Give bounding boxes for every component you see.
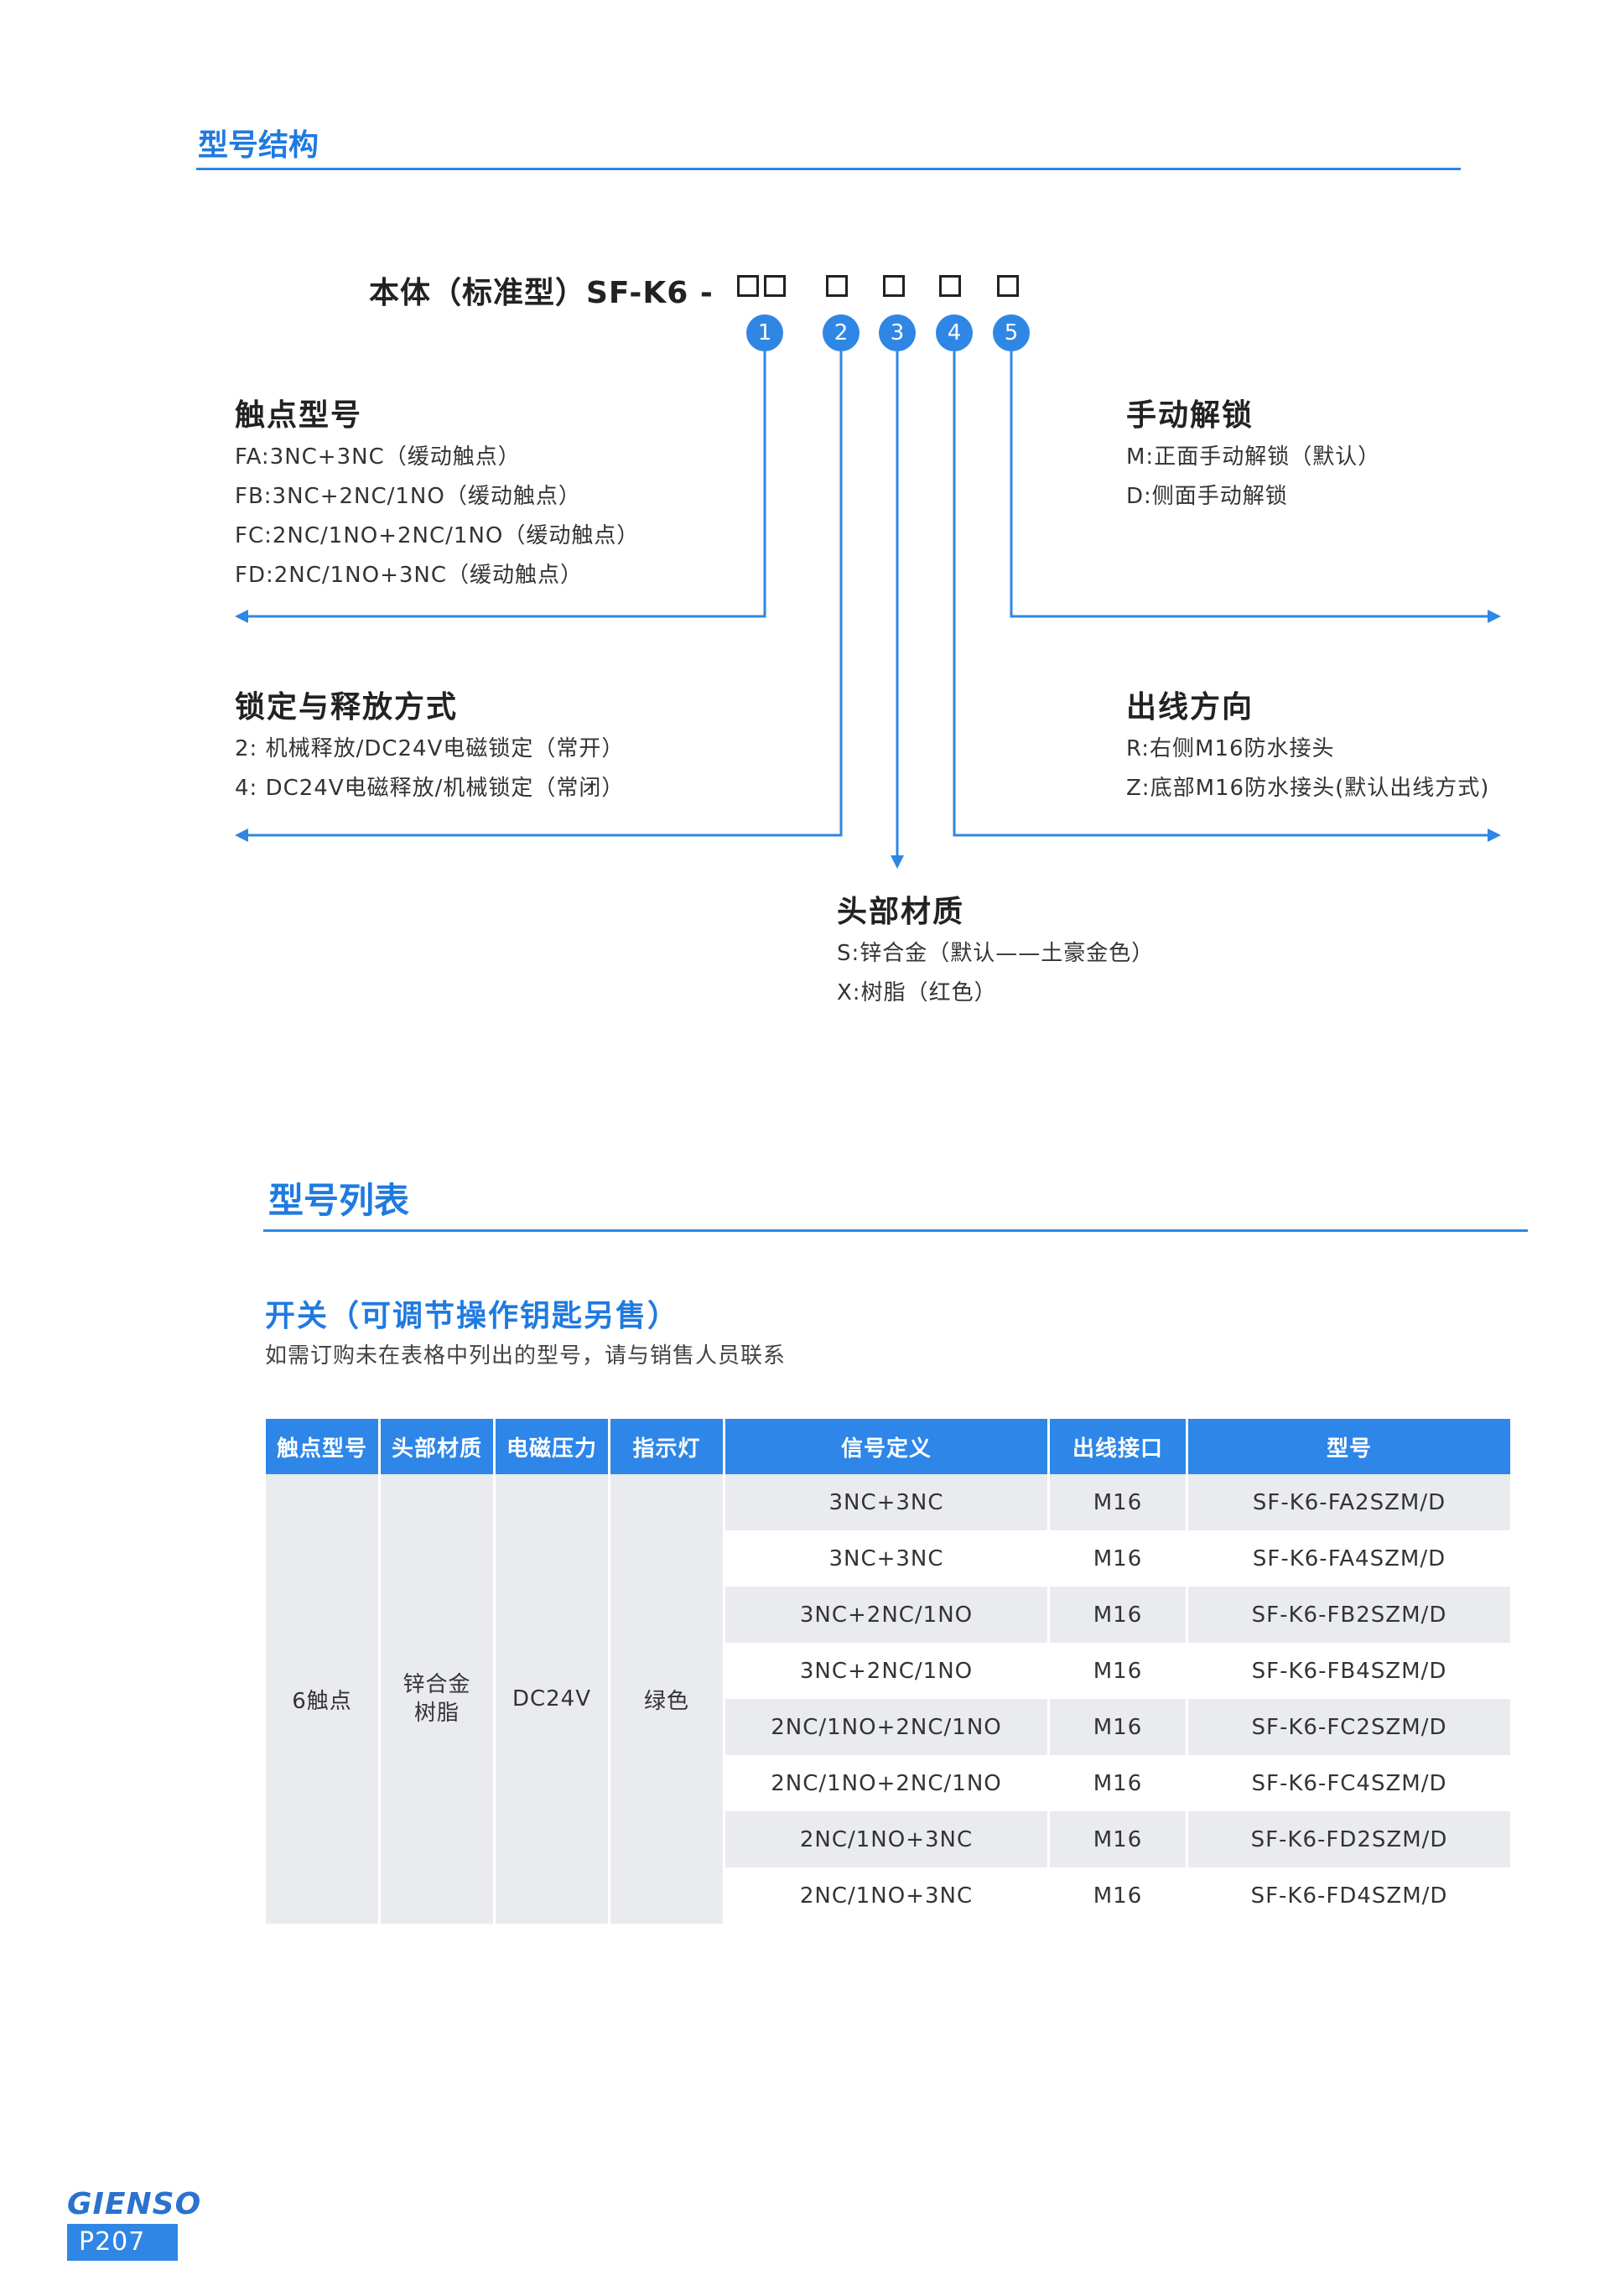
code-box-1a [737,275,759,297]
cell-head-merged: 锌合金 树脂 [381,1474,493,1924]
option-2: 2: 机械释放/DC24V电磁锁定（常开） [235,736,625,761]
cell-signal: 3NC+3NC [828,1545,944,1571]
option-r: R:右侧M16防水接头 [1126,736,1335,761]
outlet-direction-options: R:右侧M16防水接头 Z:底部M16防水接头(默认出线方式) [1126,730,1489,808]
header-contact: 触点型号 [266,1419,378,1474]
cell-signal: 2NC/1NO+3NC [725,1811,1047,1867]
outlet-direction-heading: 出线方向 [1126,690,1254,725]
model-code-prefix: 本体（标准型）SF-K6 - [369,276,714,310]
option-4: 4: DC24V电磁释放/机械锁定（常闭） [235,776,625,801]
cell-signal: 2NC/1NO+3NC [799,1883,974,1909]
header-model: 型号 [1188,1419,1510,1474]
badge-5: 5 [993,314,1030,351]
header-port: 出线接口 [1050,1419,1186,1474]
table-row: 2NC/1NO+3NC M16 SF-K6-FD2SZM/D [266,1811,1510,1867]
badge-3: 3 [879,314,916,351]
cell-model: SF-K6-FC2SZM/D [1188,1699,1510,1755]
table-row: 3NC+3NC M16 SF-K6-FA4SZM/D [266,1530,1510,1587]
cell-model: SF-K6-FD2SZM/D [1188,1811,1510,1867]
cell-model: SF-K6-FA2SZM/D [1188,1474,1510,1530]
table-header-row: 触点型号 头部材质 电磁压力 指示灯 信号定义 出线接口 型号 [266,1419,1510,1474]
option-m: M:正面手动解锁（默认） [1126,444,1381,470]
model-table: 触点型号 头部材质 电磁压力 指示灯 信号定义 出线接口 型号 6触点 锌合金 … [263,1419,1513,1924]
option-x: X:树脂（红色） [837,980,997,1005]
code-box-5 [997,275,1019,297]
option-z: Z:底部M16防水接头(默认出线方式) [1126,776,1490,801]
header-signal: 信号定义 [725,1419,1047,1474]
page-number: P207 [67,2224,178,2261]
list-section-title: 型号列表 [268,1180,410,1221]
cell-port: M16 [1093,1545,1143,1571]
head-material-heading: 头部材质 [837,895,965,929]
table-row: 2NC/1NO+2NC/1NO M16 SF-K6-FC4SZM/D [266,1755,1510,1811]
lock-release-options: 2: 机械释放/DC24V电磁锁定（常开） 4: DC24V电磁释放/机械锁定（… [235,730,624,808]
cell-signal: 2NC/1NO+2NC/1NO [725,1699,1047,1755]
header-indicator: 指示灯 [610,1419,723,1474]
code-box-2 [826,275,848,297]
option-fd: FD:2NC/1NO+3NC（缓动触点） [235,563,584,588]
table-row: 3NC+2NC/1NO M16 SF-K6-FB4SZM/D [266,1643,1510,1699]
structure-title-rule [196,168,1461,170]
manual-unlock-heading: 手动解锁 [1126,398,1254,433]
cell-port: M16 [1093,1658,1143,1684]
table-row: 3NC+2NC/1NO M16 SF-K6-FB2SZM/D [266,1587,1510,1643]
structure-section-title: 型号结构 [198,128,319,163]
cell-model: SF-K6-FB4SZM/D [1251,1658,1447,1684]
table-row: 2NC/1NO+3NC M16 SF-K6-FD4SZM/D [266,1867,1510,1924]
code-box-3 [883,275,905,297]
cell-port: M16 [1050,1699,1186,1755]
head-line-2: 树脂 [413,1701,460,1726]
header-voltage: 电磁压力 [496,1419,608,1474]
list-note: 如需订购未在表格中列出的型号，请与销售人员联系 [265,1343,787,1369]
badge-4: 4 [936,314,973,351]
cell-port: M16 [1093,1770,1143,1796]
lock-release-heading: 锁定与释放方式 [235,690,459,725]
cell-signal: 3NC+3NC [725,1474,1047,1530]
option-fc: FC:2NC/1NO+2NC/1NO（缓动触点） [235,523,640,548]
cell-signal: 3NC+2NC/1NO [799,1658,974,1684]
code-box-4 [939,275,961,297]
option-fb: FB:3NC+2NC/1NO（缓动触点） [235,484,581,509]
cell-contact-merged: 6触点 [266,1474,378,1924]
table-row: 2NC/1NO+2NC/1NO M16 SF-K6-FC2SZM/D [266,1699,1510,1755]
cell-port: M16 [1093,1883,1143,1909]
gienso-logo: GIENSO [67,2187,202,2221]
option-s: S:锌合金（默认——土豪金色） [837,941,1155,966]
table-row: 6触点 锌合金 树脂 DC24V 绿色 3NC+3NC M16 SF-K6-FA… [266,1474,1510,1924]
cell-port: M16 [1050,1811,1186,1867]
cell-model: SF-K6-FA4SZM/D [1252,1545,1446,1571]
head-line-1: 锌合金 [402,1672,471,1697]
option-fa: FA:3NC+3NC（缓动触点） [235,444,521,470]
badge-1: 1 [746,314,783,351]
contact-type-options: FA:3NC+3NC（缓动触点） FB:3NC+2NC/1NO（缓动触点） FC… [235,438,639,595]
cell-model: SF-K6-FB2SZM/D [1188,1587,1510,1643]
manual-unlock-options: M:正面手动解锁（默认） D:侧面手动解锁 [1126,438,1380,517]
cell-model: SF-K6-FC4SZM/D [1251,1770,1447,1796]
list-title-rule [263,1229,1528,1232]
cell-signal: 3NC+2NC/1NO [725,1587,1047,1643]
list-subtitle: 开关（可调节操作钥匙另售） [265,1299,680,1333]
cell-port: M16 [1050,1474,1186,1530]
badge-2: 2 [823,314,860,351]
cell-voltage-merged: DC24V [496,1474,608,1924]
header-head-material: 头部材质 [381,1419,493,1474]
option-d: D:侧面手动解锁 [1126,484,1288,509]
cell-model: SF-K6-FD4SZM/D [1250,1883,1448,1909]
cell-signal: 2NC/1NO+2NC/1NO [771,1770,1002,1796]
cell-indicator-merged: 绿色 [610,1474,723,1924]
contact-type-heading: 触点型号 [235,398,363,433]
head-material-options: S:锌合金（默认——土豪金色） X:树脂（红色） [837,934,1154,1013]
code-box-1b [764,275,786,297]
cell-port: M16 [1050,1587,1186,1643]
